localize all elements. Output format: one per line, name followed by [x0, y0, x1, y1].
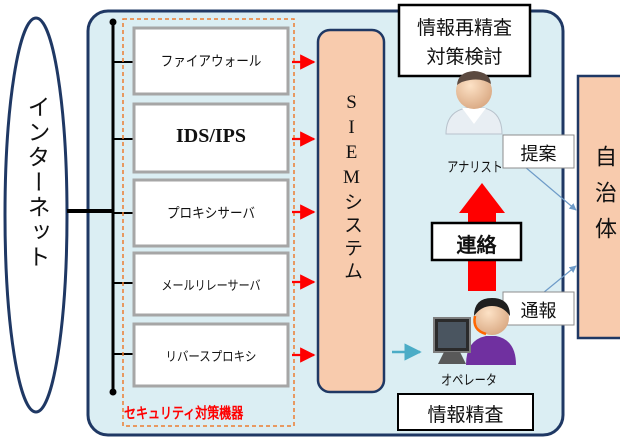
device-label-mail-relay: メールリレーサーバ	[161, 279, 261, 294]
reinspect-label-line1: 情報再精査	[416, 17, 512, 39]
report-label: 通報	[520, 301, 557, 322]
operator-label: オペレータ	[441, 373, 497, 389]
device-box-reverse-proxy	[132, 322, 290, 388]
reinspect-label-line2: 対策検討	[426, 46, 503, 68]
operator-figure	[433, 298, 516, 365]
municipality-label: 自治体	[591, 145, 616, 253]
siem-box	[316, 28, 386, 394]
security-devices-group	[122, 18, 295, 427]
device-label-firewall: ファイアウォール	[160, 54, 262, 70]
report-box	[502, 291, 575, 326]
device-label-ids-ips: IDS/IPS	[175, 125, 247, 147]
device-to-siem-arrows	[292, 54, 316, 363]
device-box-mail-relay	[132, 251, 290, 317]
device-label-proxy: プロキシサーバ	[166, 206, 256, 222]
device-boxes	[132, 26, 290, 388]
bus-bottom-dot	[109, 388, 117, 396]
device-box-proxy	[132, 178, 290, 248]
proposal-label: 提案	[520, 144, 557, 165]
internet-label: インターネット	[23, 95, 49, 270]
devices-group-label: セキュリティ対策機器	[124, 404, 244, 422]
analyst-label: アナリスト	[447, 160, 503, 176]
internet-ellipse	[3, 16, 69, 414]
analyst-figure	[445, 71, 503, 135]
inspect-box	[397, 393, 534, 431]
device-box-firewall	[132, 26, 290, 96]
inspect-label: 情報精査	[427, 404, 504, 426]
proposal-box	[502, 134, 575, 169]
liaison-label: 連絡	[456, 233, 497, 257]
liaison-box	[430, 221, 523, 262]
device-label-reverse-proxy: リバースプロキシ	[165, 350, 257, 365]
bus-top-dot	[109, 18, 117, 26]
municipality-box	[576, 74, 620, 340]
device-box-ids-ips	[132, 102, 290, 174]
siem-label: SIEMシステム	[341, 92, 362, 284]
